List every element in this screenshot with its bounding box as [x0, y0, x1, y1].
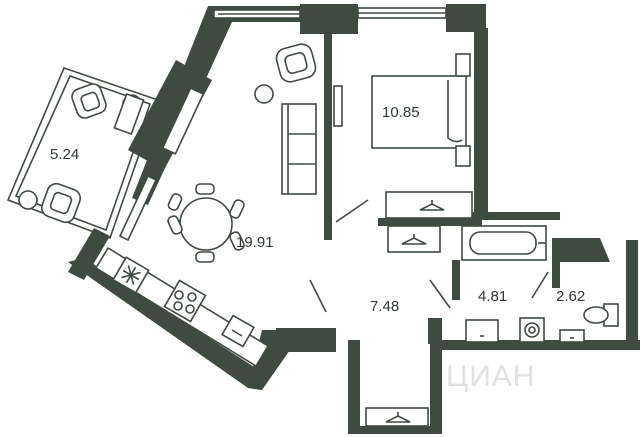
armchair-icon	[275, 43, 317, 83]
sink-icon	[465, 319, 499, 343]
hanger-icon	[385, 412, 411, 423]
armchair-icon	[71, 83, 107, 119]
bathroom-area-label: 4.81	[478, 288, 508, 305]
armchair-icon	[40, 182, 82, 224]
hall	[365, 225, 451, 427]
chair-icon	[167, 183, 245, 263]
stove-icon	[163, 279, 207, 323]
table-icon	[179, 197, 233, 251]
sink-icon	[559, 329, 585, 343]
door-icon	[531, 271, 549, 299]
wardrobe-icon	[387, 225, 441, 253]
fridge-icon	[112, 256, 150, 294]
toilet	[559, 303, 619, 343]
balcony-area-label: 5.24	[50, 146, 80, 163]
hanger-icon	[401, 234, 427, 245]
door-icon	[309, 279, 327, 313]
toilet-area-label: 2.62	[556, 288, 586, 305]
living-room	[94, 43, 327, 368]
sofa-icon	[281, 103, 317, 195]
door-icon	[335, 199, 369, 223]
balcony	[6, 67, 160, 242]
toilet-icon	[583, 303, 619, 327]
wardrobe-icon	[365, 407, 429, 427]
bathroom	[461, 225, 549, 343]
tv-stand-icon	[161, 87, 205, 155]
bathtub-icon	[461, 225, 547, 261]
lamp-icon	[254, 84, 274, 104]
walls	[68, 4, 640, 434]
hall-area-label: 7.48	[370, 298, 400, 315]
living-area-label: 19.91	[236, 234, 274, 251]
wardrobe-icon	[385, 191, 473, 219]
door-icon	[429, 279, 451, 309]
shelf-icon	[113, 92, 145, 136]
bed-icon	[371, 53, 471, 167]
sink-icon	[221, 314, 255, 348]
bedroom	[333, 53, 473, 223]
bedroom-area-label: 10.85	[382, 104, 420, 121]
washing-machine-icon	[519, 317, 545, 343]
hanger-icon	[419, 200, 445, 211]
watermark-text: ЦИАН	[446, 360, 536, 393]
